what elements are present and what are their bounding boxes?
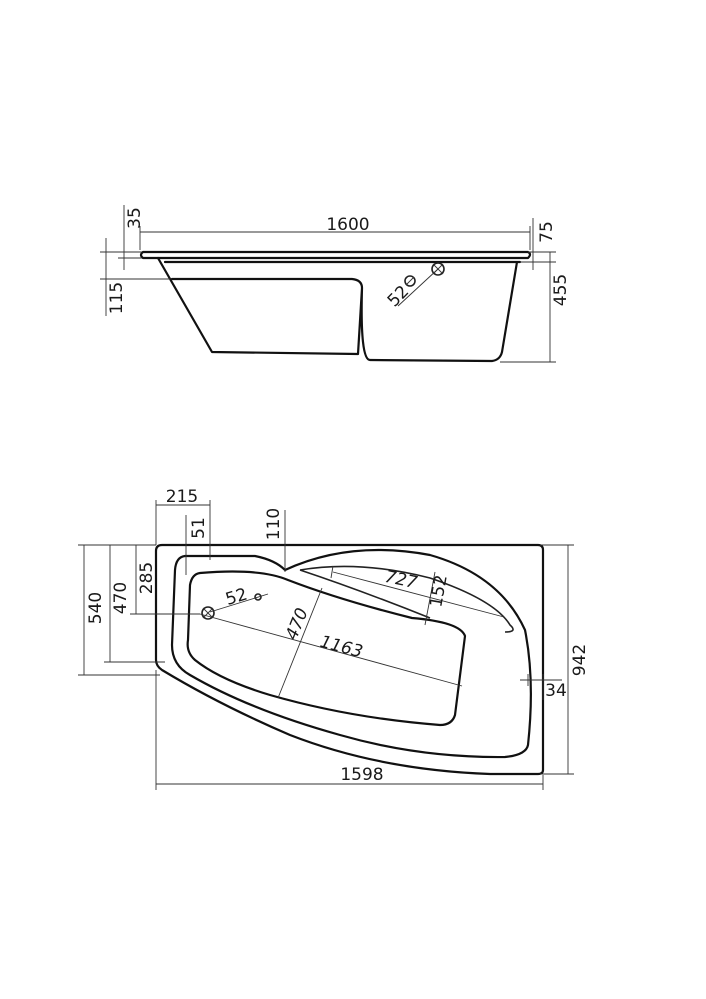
dim-headrest-offset-label: 110 — [264, 508, 284, 540]
dim-headrest-length-label: 727 — [383, 567, 419, 593]
top-inner-rim — [170, 548, 532, 759]
dim-step-label: 115 — [107, 282, 127, 314]
dim-inner-width-label: 470 — [282, 605, 313, 643]
dim-total-depth-left: 540 — [78, 544, 160, 676]
dim-total-depth-left-label: 540 — [86, 592, 106, 624]
dim-total-width: 942 — [540, 544, 590, 775]
dim-rim-height: 35 — [118, 205, 145, 270]
dim-overflow-offset-label: 51 — [189, 517, 209, 539]
dim-step: 115 — [100, 238, 170, 316]
dim-drain-label: 52 — [223, 584, 250, 609]
dim-rim-right-label: 75 — [537, 221, 557, 243]
dim-rim-right: 75 — [520, 218, 557, 270]
side-rim — [139, 250, 532, 260]
dim-total-width-label: 942 — [570, 644, 590, 676]
dim-height-label: 455 — [551, 274, 571, 306]
dim-inner-length: 1163 — [199, 613, 463, 687]
top-headrest — [299, 565, 514, 633]
dim-overflow-offset: 51 — [185, 515, 209, 575]
overflow-symbol — [397, 262, 445, 307]
dim-inner-length-label: 1163 — [318, 632, 365, 663]
top-view: 52 1163 470 727 152 215 — [78, 487, 590, 790]
dim-rim-right-top-label: 34 — [545, 681, 567, 701]
drain-symbol: 52 — [201, 584, 269, 620]
top-basin — [186, 570, 467, 727]
dim-inner-depth-left: 470 — [104, 545, 165, 663]
dim-offset-left: 215 — [155, 487, 211, 560]
dim-inner-depth-left-label: 470 — [111, 582, 131, 614]
dim-height: 455 — [500, 252, 571, 363]
dim-headrest-length: 727 — [330, 565, 505, 618]
dim-rim-height-label: 35 — [125, 207, 145, 229]
dim-total-length: 1598 — [155, 670, 544, 790]
dim-headrest-offset: 110 — [264, 508, 286, 572]
side-view: 1600 35 115 75 455 5 — [100, 205, 571, 363]
side-tub-body — [156, 256, 522, 363]
dim-overflow-depth-label: 285 — [137, 562, 157, 594]
top-outer-rim — [154, 543, 545, 776]
dim-offset-left-label: 215 — [166, 487, 198, 507]
dim-total-length-label: 1598 — [340, 765, 383, 785]
dim-headrest-width-label: 152 — [426, 573, 451, 608]
dim-length-label: 1600 — [326, 215, 369, 235]
dim-inner-width: 470 — [277, 587, 323, 699]
dim-rim-right-top: 34 — [520, 674, 567, 701]
dim-length: 1600 — [139, 215, 531, 250]
dim-overflow-depth: 285 — [130, 545, 200, 615]
